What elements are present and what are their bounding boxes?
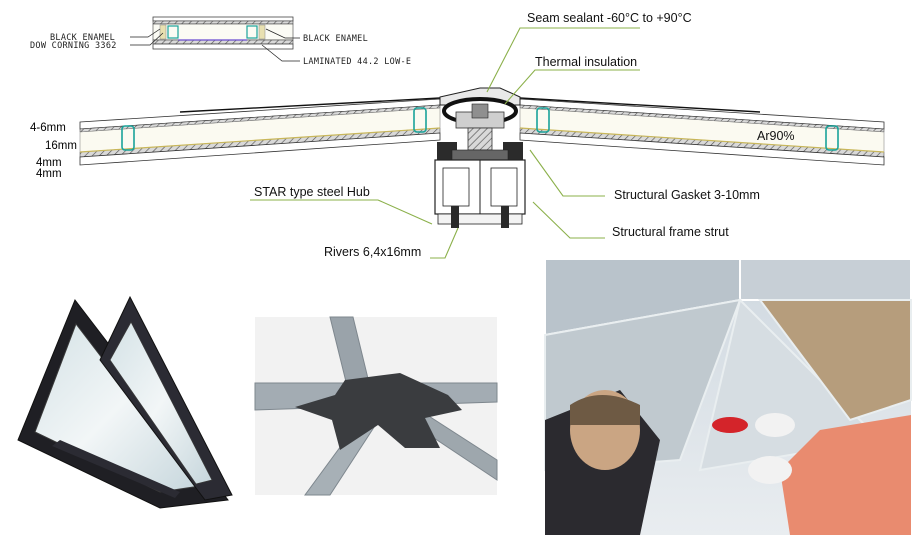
cavity-thickness-label: 16mm — [45, 140, 77, 152]
enamel-strip-right — [519, 97, 761, 113]
edge-detail-leaders — [130, 28, 300, 62]
thermal-insulation-label: Thermal insulation — [535, 55, 637, 69]
black-enamel-right-label: BLACK ENAMEL — [303, 34, 368, 44]
laminated-glass-label: LAMINATED 44.2 LOW-E — [303, 57, 411, 67]
right-glass-panel — [519, 98, 885, 166]
structural-gasket-label: Structural Gasket 3-10mm — [614, 188, 760, 202]
frame-strut-label: Structural frame strut — [612, 225, 729, 239]
inner-glass-thickness-label-2: 4mm — [36, 168, 62, 180]
argon-fill-label: Ar90% — [757, 129, 795, 143]
black-enamel-left-label: BLACK ENAMEL — [50, 33, 115, 43]
seam-sealant-label: Seam sealant -60°C to +90°C — [527, 11, 692, 25]
dow-corning-label: DOW CORNING 3362 — [30, 41, 117, 51]
rivets-label: Rivers 6,4x16mm — [324, 245, 421, 259]
inner-glass-thickness-label-1: 4mm — [36, 157, 62, 169]
edge-detail-drawing — [152, 16, 294, 50]
structural-frame-strut — [434, 142, 526, 228]
installation-photo — [544, 258, 912, 535]
star-hub-label: STAR type steel Hub — [254, 185, 370, 199]
callout-leaders — [250, 27, 640, 259]
enamel-strip-left — [179, 97, 441, 113]
seam-seal-assembly — [439, 87, 521, 151]
left-glass-panel — [79, 98, 441, 166]
triangular-glass-units-photo — [17, 295, 233, 509]
outer-glass-thickness-label: 4-6mm — [30, 122, 66, 134]
star-hub-photo — [254, 316, 498, 496]
